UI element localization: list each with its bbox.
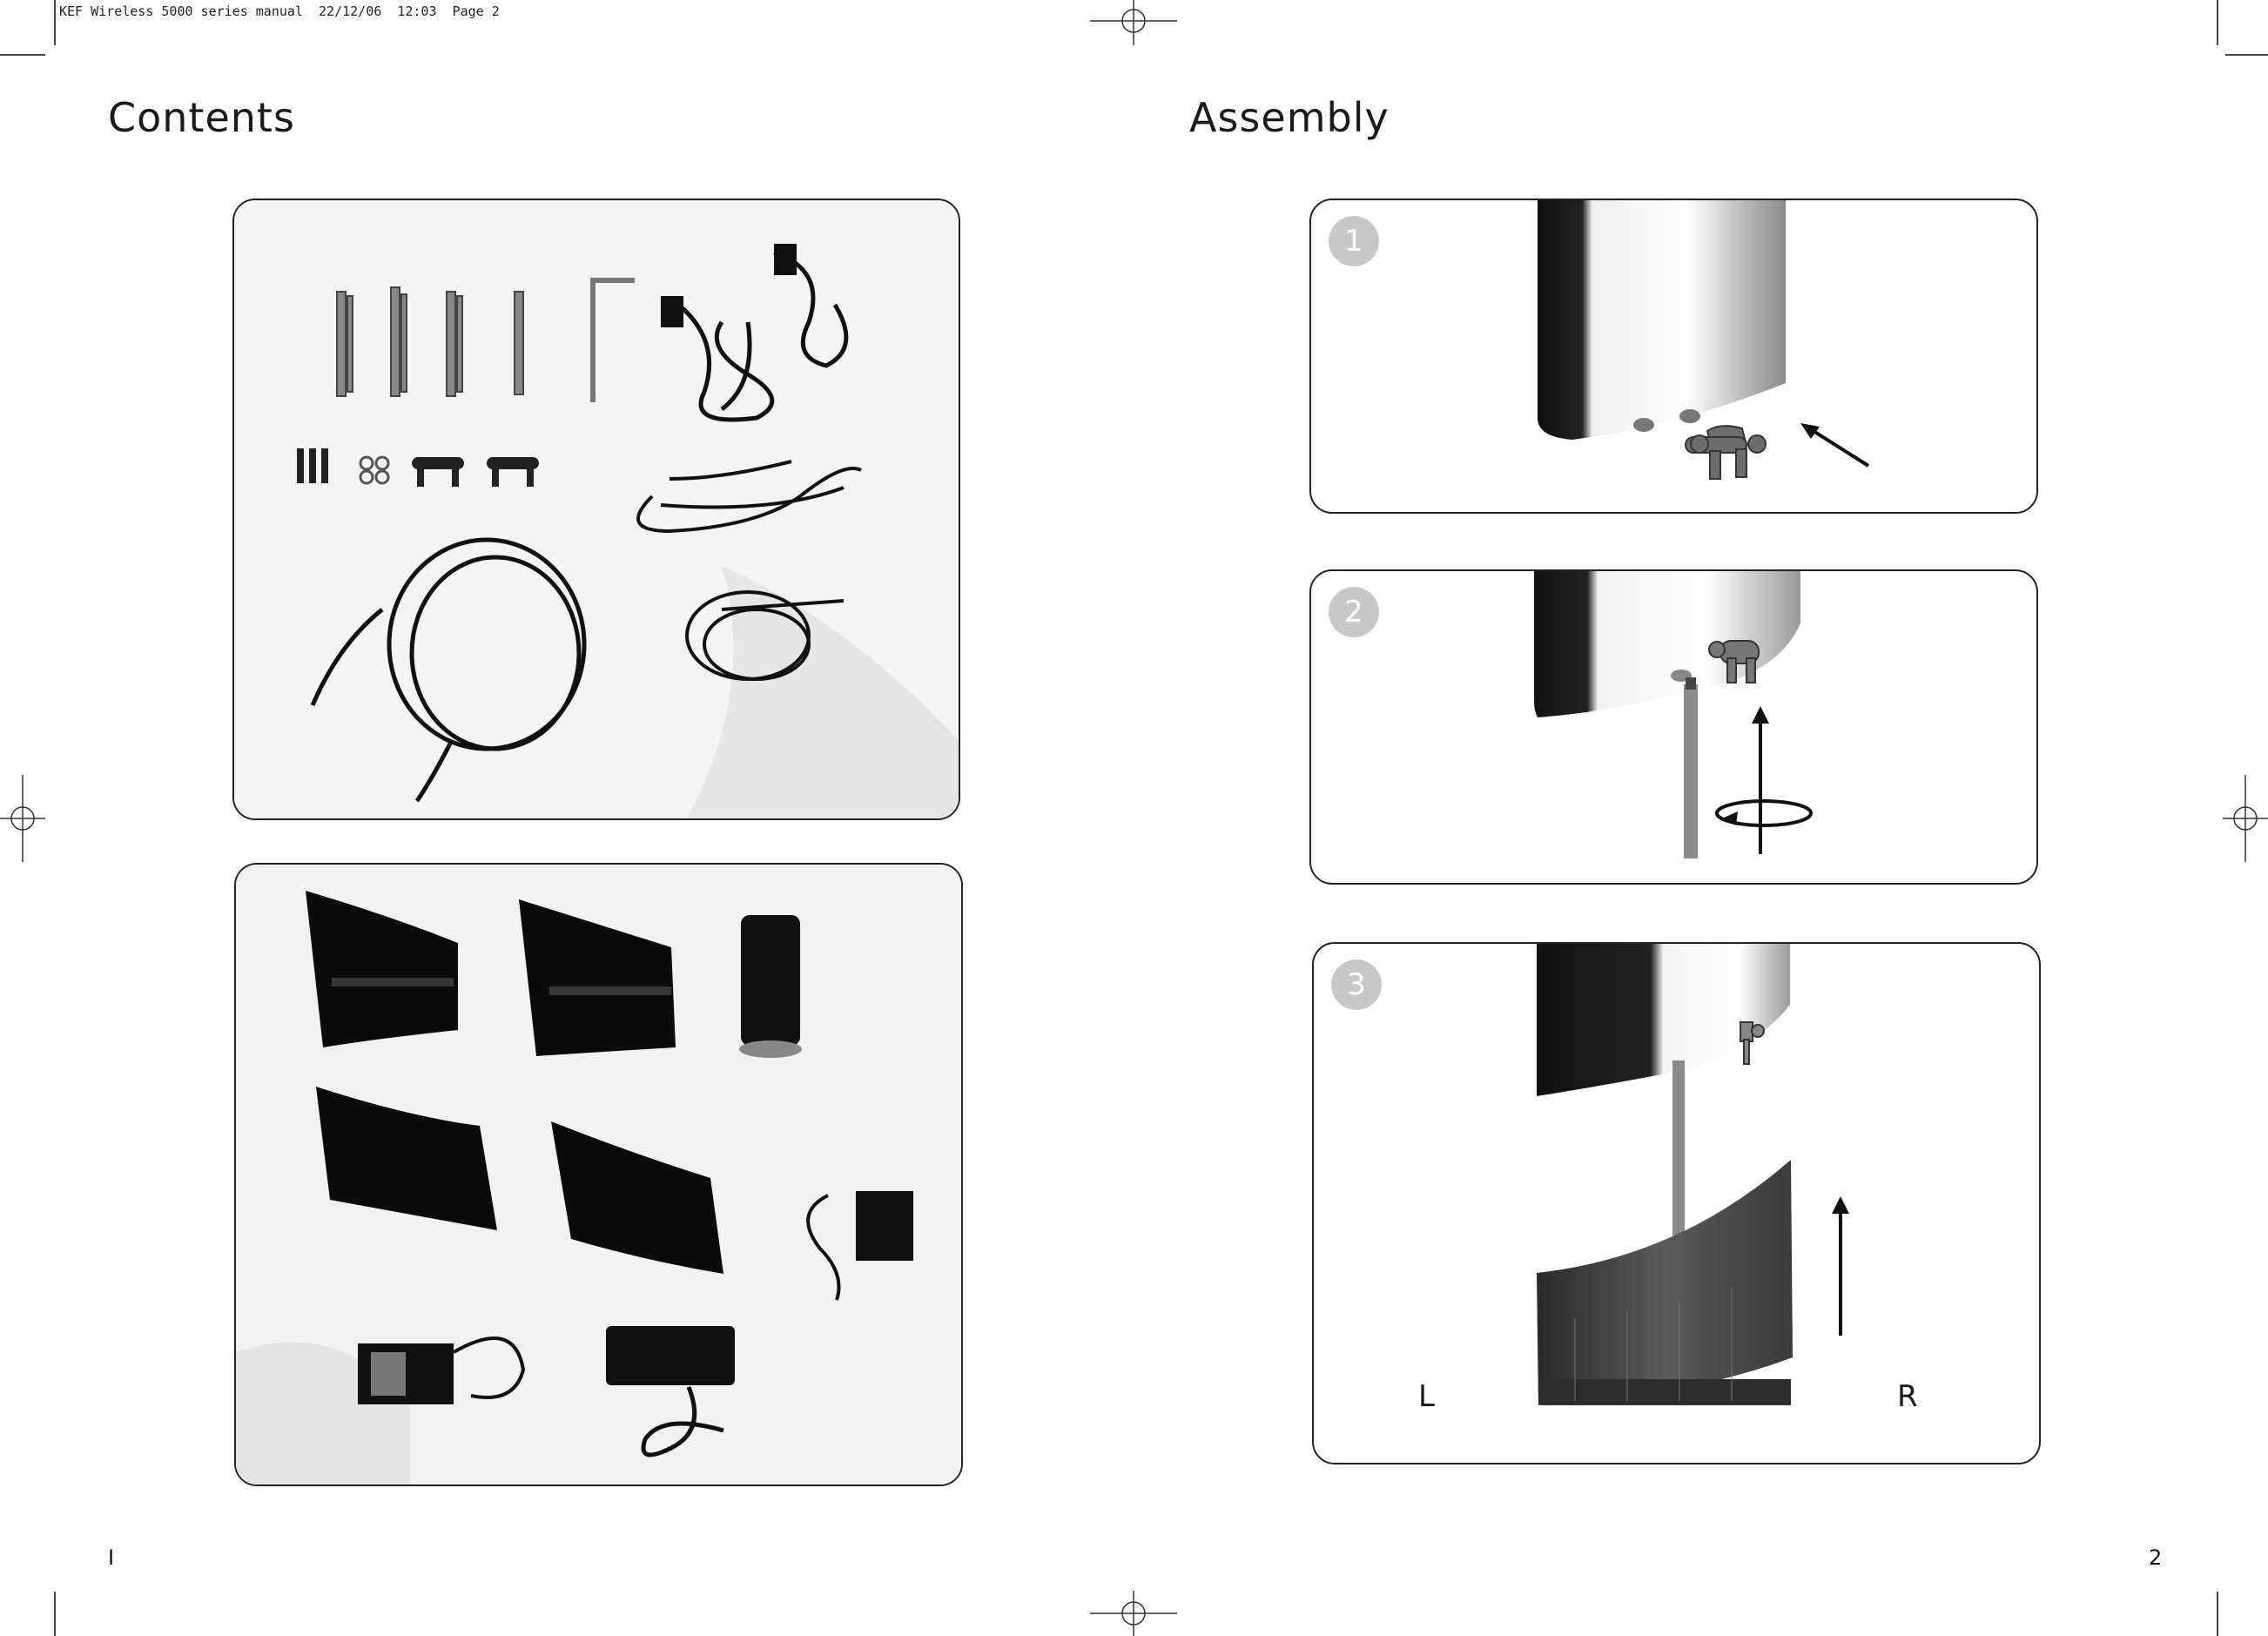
step-1-illustration-icon [1538,200,1870,480]
crop-mark [54,0,56,45]
step-2-illustration-icon [1534,571,1813,858]
step-3-illustration-icon [1537,944,1849,1405]
step-number-badge: 1 [1329,216,1379,266]
step-number-badge: 3 [1331,959,1382,1010]
registration-mark-left [0,775,45,862]
crop-mark [2217,0,2218,45]
print-slug: KEF Wireless 5000 series manual 22/12/06… [59,3,500,19]
crop-mark [0,54,45,56]
contents-photo-speaker-parts [234,863,963,1486]
left-speaker-label: L [1418,1379,1435,1414]
contents-heading: Contents [108,94,295,141]
assembly-step-1: 1 [1309,199,2038,514]
left-page-number: I [108,1545,115,1570]
crop-mark [2225,54,2268,56]
accessories-photo-icon [234,200,959,818]
crop-mark [54,1592,56,1636]
step-number-badge: 2 [1329,587,1379,637]
assembly-step-3: 3 L R [1312,942,2041,1464]
right-speaker-label: R [1897,1379,1918,1414]
registration-mark-top [1090,0,1177,45]
speaker-parts-photo-icon [236,865,961,1485]
assembly-step-2: 2 [1309,569,2038,885]
registration-mark-right [2223,775,2268,862]
contents-photo-accessories [232,199,960,820]
right-page-number: 2 [2149,1545,2163,1570]
registration-mark-bottom [1090,1591,1177,1636]
crop-mark [2217,1592,2218,1636]
assembly-heading: Assembly [1189,94,1390,141]
